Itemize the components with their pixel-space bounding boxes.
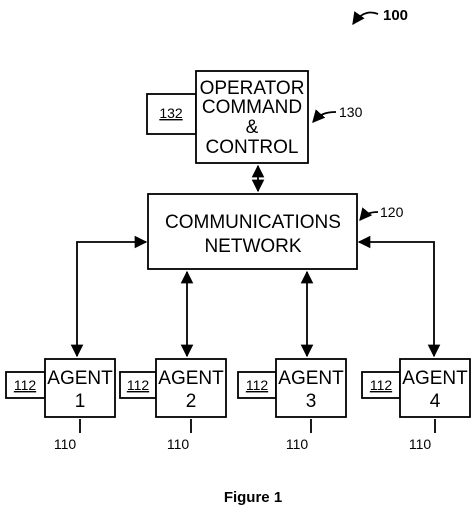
operator-command-control-box: OPERATOR COMMAND & CONTROL [195, 70, 309, 164]
operator-line-4: CONTROL [206, 137, 299, 158]
operator-line-2: COMMAND [202, 97, 302, 118]
agent-1-ref-label: 110 [54, 436, 77, 452]
agent-2-side-box-label: 112 [127, 377, 150, 393]
agent-4-number: 4 [430, 391, 441, 412]
communications-network-box: COMMUNICATIONS NETWORK [147, 193, 358, 270]
agent-2-number: 2 [186, 391, 197, 412]
agent-2-side-box [119, 371, 157, 399]
agent-1: 112 AGENT 1 110 [5, 358, 116, 452]
agent-2-ref-label: 110 [167, 436, 190, 452]
agent-3-number: 3 [306, 391, 317, 412]
figure-ref-100: 100 [352, 7, 408, 26]
operator-ref-arrow [312, 109, 337, 123]
network-line-2: NETWORK [204, 236, 301, 257]
agent-4-side-box [361, 371, 401, 399]
agent-1-side-box-label: 112 [14, 377, 37, 393]
network-ref-label: 120 [380, 204, 404, 220]
operator-side-box: 132 [146, 93, 197, 135]
network-line-1: COMMUNICATIONS [165, 212, 341, 233]
agent-3-ref-label: 110 [286, 436, 309, 452]
agent-1-side-box [5, 371, 46, 399]
figure-caption: Figure 1 [224, 489, 282, 506]
agent-4-label: AGENT [402, 368, 468, 389]
agent-4: 112 AGENT 4 110 [361, 358, 471, 452]
agent-3: 112 AGENT 3 110 [237, 358, 347, 452]
connector-network-agent-4 [357, 235, 441, 358]
operator-line-3: & [246, 117, 259, 138]
operator-line-1: OPERATOR [200, 78, 305, 99]
network-box-rect [147, 193, 358, 270]
agent-4-side-box-label: 112 [370, 377, 393, 393]
operator-ref-label: 130 [339, 104, 363, 120]
operator-side-box-label: 132 [159, 105, 183, 121]
agent-1-box [44, 358, 116, 418]
figure-ref-arrow [352, 11, 379, 26]
agent-4-ref-label: 110 [409, 436, 432, 452]
network-ref-arrow [359, 207, 379, 221]
agent-1-number: 1 [75, 391, 86, 412]
agent-4-box [399, 358, 471, 418]
agent-3-side-box-label: 112 [246, 377, 269, 393]
network-ref-120: 120 [359, 204, 404, 221]
agent-2-box [155, 358, 227, 418]
agent-3-label: AGENT [278, 368, 344, 389]
operator-ref-130: 130 [312, 104, 363, 123]
figure-ref-label: 100 [383, 7, 408, 24]
operator-side-box-rect [146, 93, 197, 135]
agent-2-label: AGENT [158, 368, 224, 389]
operator-box-rect [195, 70, 309, 164]
agent-2: 112 AGENT 2 110 [119, 358, 227, 452]
agent-3-box [275, 358, 347, 418]
connector-network-agent-1 [70, 235, 148, 358]
agent-1-label: AGENT [47, 368, 113, 389]
